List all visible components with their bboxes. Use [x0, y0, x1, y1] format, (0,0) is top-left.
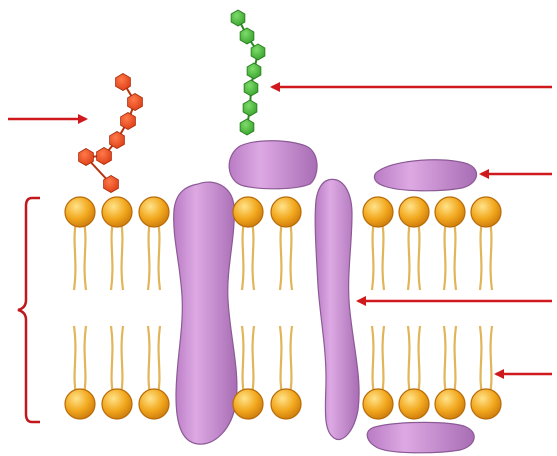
lipid-tail-pair: [111, 326, 123, 394]
lipid-tail-pair: [111, 222, 123, 290]
lipid-tail-pair: [408, 326, 420, 394]
carbohydrate-chain-green: [231, 10, 265, 135]
phospholipid-head: [363, 197, 393, 227]
lipid-tails-top: [74, 222, 492, 290]
lipid-tails-bottom: [74, 326, 492, 394]
peripheral-protein-upper-right: [374, 160, 476, 191]
phospholipid-head: [102, 197, 132, 227]
lipid-tail-pair: [74, 222, 86, 290]
transmembrane-protein-left: [174, 182, 237, 444]
phospholipid-head: [271, 197, 301, 227]
lipid-tail-pair: [148, 326, 160, 394]
green-sugar-unit: [247, 63, 261, 79]
peripheral-protein-bottom-right: [367, 422, 474, 452]
lipid-tail-pair: [242, 326, 254, 394]
phospholipid-head: [233, 389, 263, 419]
phospholipid-head: [65, 197, 95, 227]
phospholipid-head: [271, 389, 301, 419]
phospholipid-head: [471, 389, 501, 419]
phospholipid-head: [399, 389, 429, 419]
peripheral-protein-top: [229, 141, 317, 189]
phospholipid-head: [65, 389, 95, 419]
phospholipid-head: [435, 389, 465, 419]
phospholipid-head: [363, 389, 393, 419]
lipid-tail-pair: [372, 326, 384, 394]
green-sugar-unit: [231, 10, 245, 26]
bilayer-bracket: [18, 198, 40, 422]
green-sugar-unit: [240, 28, 254, 44]
green-sugar-unit: [251, 44, 265, 60]
lipid-tail-pair: [444, 222, 456, 290]
lipid-tail-pair: [408, 222, 420, 290]
phospholipid-heads-top: [65, 197, 501, 227]
red-sugar-unit: [121, 113, 136, 130]
lipid-tail-pair: [480, 326, 492, 394]
carbohydrate-chain-red: [79, 74, 143, 193]
lipid-tail-pair: [280, 222, 292, 290]
lipid-tail-pair: [480, 222, 492, 290]
red-sugar-unit: [79, 149, 94, 166]
transmembrane-protein-right: [315, 179, 359, 439]
lipid-tail-pair: [280, 326, 292, 394]
phospholipid-heads-bottom: [65, 389, 501, 419]
proteins: [174, 141, 477, 453]
phospholipid-head: [399, 197, 429, 227]
green-sugar-unit: [240, 119, 254, 135]
phospholipid-head: [102, 389, 132, 419]
red-sugar-unit: [128, 94, 143, 111]
red-sugar-unit: [116, 74, 131, 91]
red-sugar-unit: [97, 148, 112, 165]
phospholipid-head: [139, 197, 169, 227]
phospholipid-head: [471, 197, 501, 227]
phospholipid-head: [139, 389, 169, 419]
phospholipid-head: [233, 197, 263, 227]
lipid-tail-pair: [242, 222, 254, 290]
red-sugar-unit: [104, 176, 119, 193]
green-sugar-unit: [244, 80, 258, 96]
lipid-tail-pair: [444, 326, 456, 394]
phospholipid-head: [435, 197, 465, 227]
lipid-tail-pair: [74, 326, 86, 394]
green-sugar-unit: [243, 100, 257, 116]
lipid-tail-pair: [148, 222, 160, 290]
lipid-tail-pair: [372, 222, 384, 290]
red-sugar-unit: [110, 132, 125, 149]
